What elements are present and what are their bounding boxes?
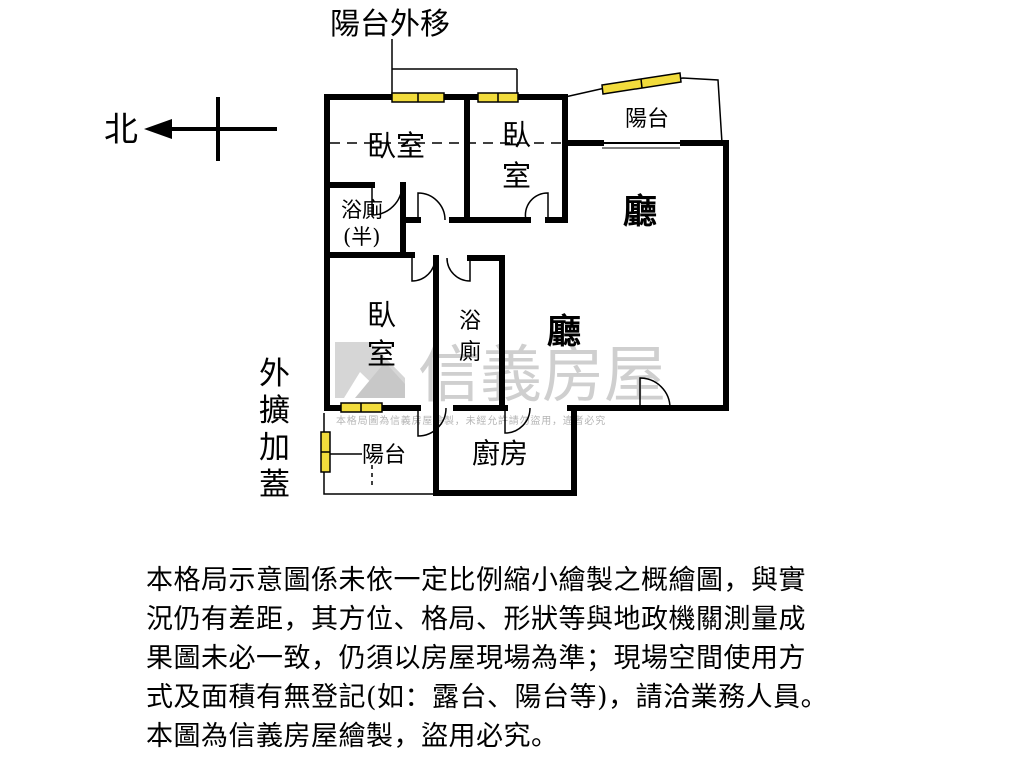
north-arrow: 北 (104, 97, 277, 161)
balcony-move-out-bracket (391, 39, 518, 94)
bath-label-1: 浴 (459, 309, 481, 334)
disclaimer: 本格局示意圖係未依一定比例縮小繪製之概繪圖，與實 況仍有差距，其方位、格局、形狀… (146, 561, 946, 756)
half-bath-label-1: 浴廁 (341, 198, 383, 222)
doors (371, 184, 671, 437)
half-bath-label-2: (半) (343, 225, 380, 249)
watermark-brand: 信義房屋 (418, 338, 666, 411)
watermark-note: 本格局圖為信義房屋繪製，未經允許請勿盜用，違者必究 (336, 414, 606, 427)
bedroom-left-label-2: 室 (367, 337, 396, 371)
disclaimer-line: 況仍有差距，其方位、格局、形狀等與地政機關測量成 (146, 604, 806, 635)
bedroom-left-label-1: 臥 (367, 298, 396, 332)
arrow-left-icon (144, 119, 172, 139)
watermark: 信義房屋 本格局圖為信義房屋繪製，未經允許請勿盜用，違者必究 (335, 338, 666, 427)
balcony-top-label: 陽台 (625, 107, 669, 132)
disclaimer-line: 式及面積有無登記(如：露台、陽台等)，請洽業務人員。 (146, 682, 829, 713)
bedroom-top-right-label-2: 室 (502, 159, 531, 193)
extension-label-2: 擴 (259, 393, 290, 429)
disclaimer-line: 果圖未必一致，仍須以房屋現場為準；現場空間使用方 (146, 643, 806, 674)
balcony-bottom-label: 陽台 (362, 443, 406, 468)
windows (320, 72, 682, 473)
kitchen-label: 廚房 (472, 437, 528, 470)
extension-label-1: 外 (259, 356, 290, 392)
bath-label-2: 廁 (459, 340, 481, 365)
floor-plan: 信義房屋 本格局圖為信義房屋繪製，未經允許請勿盜用，違者必究 北 陽台外移 (104, 7, 729, 503)
extension-label-3: 加 (259, 430, 290, 466)
balcony-move-out-label: 陽台外移 (330, 7, 450, 42)
extension-label-4: 蓋 (259, 467, 290, 503)
walls (324, 94, 729, 496)
north-label: 北 (104, 110, 138, 150)
bedroom-top-left-label: 臥室 (367, 129, 425, 163)
bedroom-top-right-label-1: 臥 (502, 118, 531, 152)
disclaimer-line: 本格局示意圖係未依一定比例縮小繪製之概繪圖，與實 (146, 565, 806, 596)
disclaimer-line: 本圖為信義房屋繪製，盜用必究。 (146, 721, 559, 752)
watermark-logo-icon (335, 342, 405, 398)
living-room-upper-label: 廳 (623, 192, 657, 232)
living-room-lower-label: 廳 (547, 312, 581, 352)
room-labels: 臥室 臥 室 陽台 廳 浴廁 (半) 臥 室 浴 廁 廳 外 擴 加 蓋 陽台 … (259, 107, 669, 503)
